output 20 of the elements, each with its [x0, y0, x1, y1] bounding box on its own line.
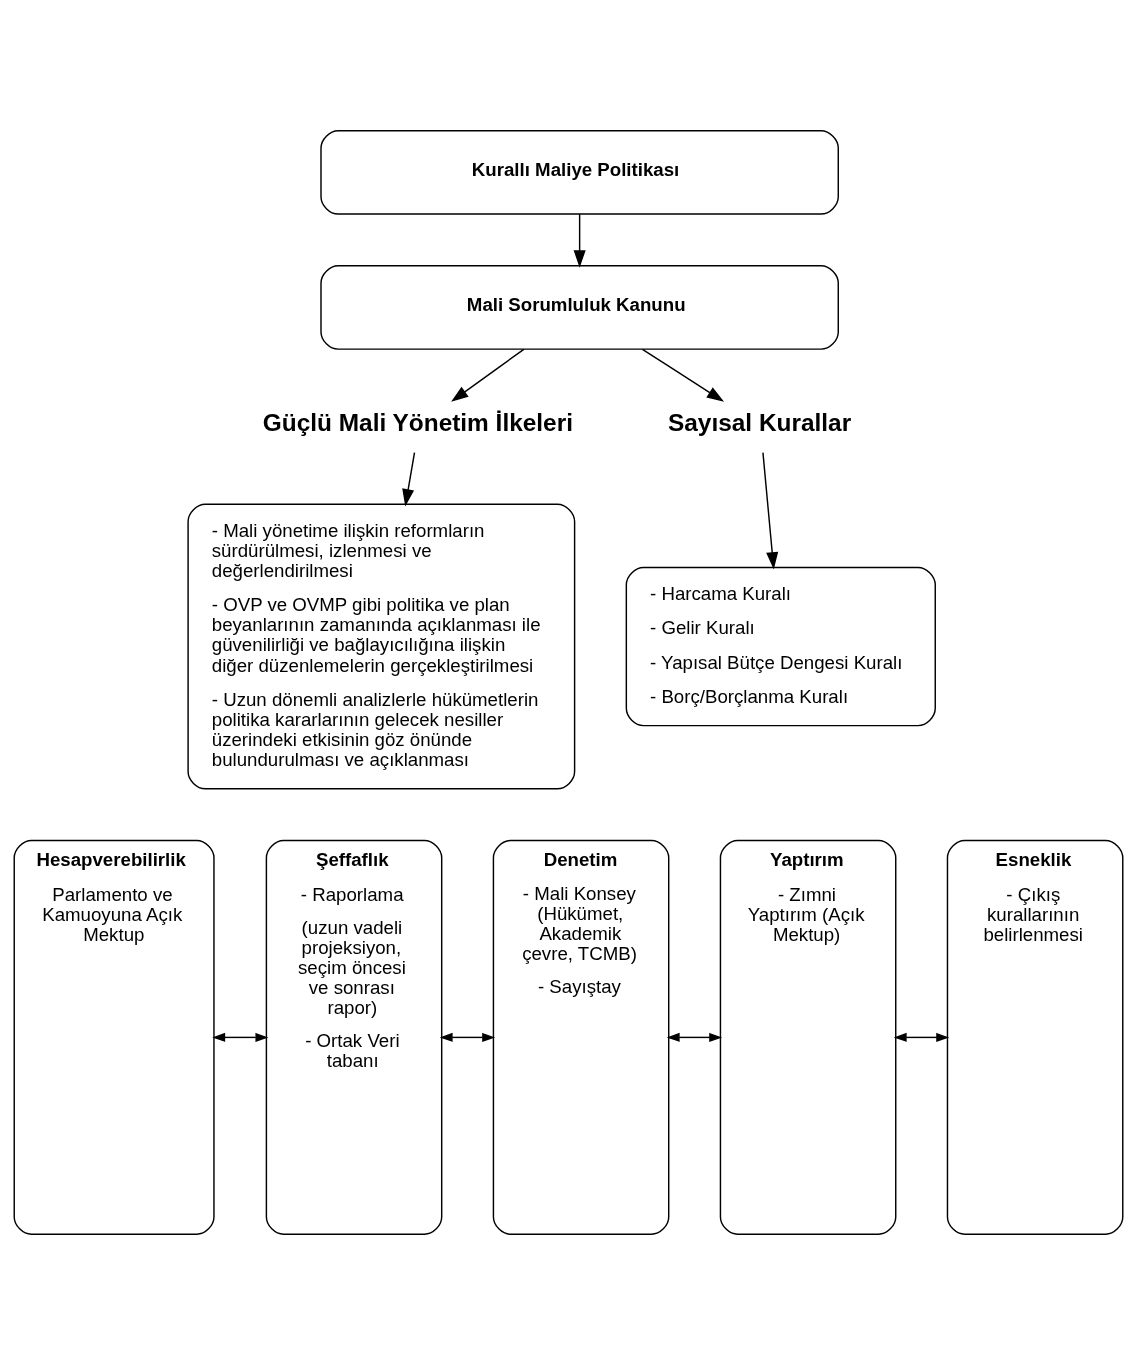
- node-box: - Harcama Kuralı - Gelir Kuralı - Yapısal Bütçe Dengesi Kuralı - Borç/Borçlanma Kuralı: [625, 566, 936, 726]
- node-box: - Mali yönetime ilişkin reformların sürdürülmesi, izlenmesi ve değerlendirilmesi - OVP ve OVMP gibi politika ve plan beyanlarının zamanında açıklanması ile güvenilirliği ve bağlayıcılığına ilişkin diğer düzenlemelerin gerçekleştirilmesi - Uzun dönemli analizlerle hükümetlerin politika kararlarının gelecek nesiller üzerindeki etkisinin göz önünde bulundurulması ve açıklanması: [187, 503, 576, 790]
- arrow: [451, 348, 525, 402]
- node-text: Sayısal Kurallar: [668, 408, 852, 436]
- node-box: Hesapverebilirlik Parlamento ve Kamuoyuna Açık Mektup: [13, 839, 215, 1235]
- arrow: [212, 1032, 269, 1042]
- node-text: Güçlü Mali Yönetim İlkeleri: [262, 408, 573, 436]
- arrow: [762, 451, 779, 569]
- arrow: [893, 1032, 950, 1042]
- node-box: Yaptırım - Zımni Yaptırım (Açık Mektup): [719, 839, 897, 1235]
- node-box: Kurallı Maliye Politikası: [320, 129, 839, 215]
- node-box: Mali Sorumluluk Kanunu: [320, 264, 839, 350]
- node-box: Şeffaflık - Raporlama (uzun vadeli projeksiyon, seçim öncesi ve sonrası rapor) - Ortak Veri tabanı: [265, 839, 443, 1235]
- node-box: Denetim - Mali Konsey (Hükümet, Akademik çevre, TCMB) - Sayıştay: [492, 839, 670, 1235]
- arrow: [402, 451, 416, 506]
- arrow: [641, 348, 725, 402]
- arrow: [439, 1032, 496, 1042]
- arrow: [666, 1032, 723, 1042]
- arrow: [573, 213, 586, 268]
- node-box: Esneklik - Çıkış kurallarının belirlenmesi: [946, 839, 1124, 1235]
